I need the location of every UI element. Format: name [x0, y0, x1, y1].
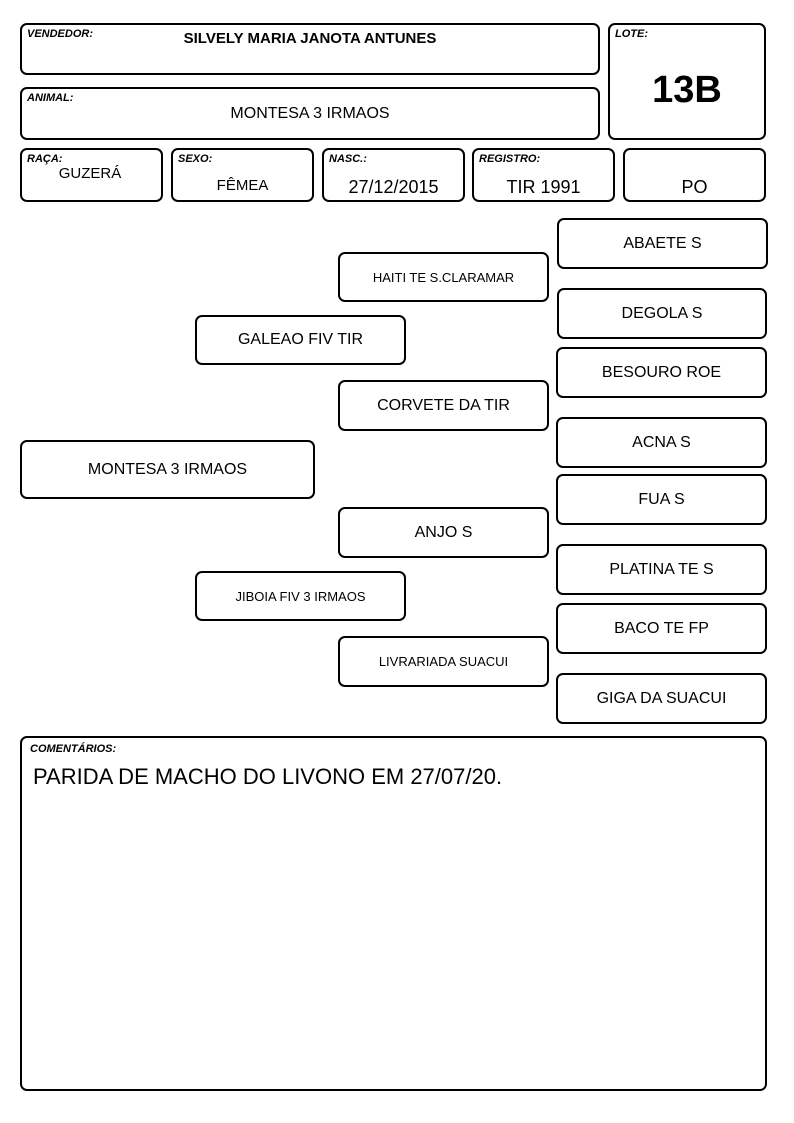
pedigree-ggp-7: BACO TE FP — [556, 603, 767, 654]
lote-value: 13B — [652, 69, 722, 111]
raca-label: RAÇA: — [27, 153, 63, 165]
vendedor-label: VENDEDOR: — [27, 28, 94, 40]
pedigree-ggp-4: ACNA S — [556, 417, 767, 468]
comments-text: PARIDA DE MACHO DO LIVONO EM 27/07/20. — [33, 764, 503, 789]
sexo-value: FÊMEA — [216, 177, 269, 194]
pedigree-dam: JIBOIA FIV 3 IRMAOS — [195, 571, 406, 621]
pedigree-ggp-6: PLATINA TE S — [556, 544, 767, 595]
sexo-label: SEXO: — [178, 153, 213, 165]
nasc-box: NASC.: 27/12/2015 — [322, 148, 465, 202]
vendedor-box: VENDEDOR: SILVELY MARIA JANOTA ANTUNES — [20, 23, 600, 75]
pedigree-dam-dam: LIVRARIADA SUACUI — [338, 636, 549, 687]
registro-box: REGISTRO: TIR 1991 — [472, 148, 615, 202]
raca-box: RAÇA: GUZERÁ — [20, 148, 163, 202]
pedigree-dam-sire: ANJO S — [338, 507, 549, 558]
pedigree-ggp-8: GIGA DA SUACUI — [556, 673, 767, 724]
animal-label: ANIMAL: — [27, 92, 74, 104]
pedigree-animal: MONTESA 3 IRMAOS — [20, 440, 315, 499]
animal-value: MONTESA 3 IRMAOS — [230, 105, 390, 122]
sexo-box: SEXO: FÊMEA — [171, 148, 314, 202]
categoria-box: PO — [623, 148, 766, 202]
pedigree-sire-dam: CORVETE DA TIR — [338, 380, 549, 431]
pedigree-ggp-5: FUA S — [556, 474, 767, 525]
nasc-label: NASC.: — [329, 153, 367, 165]
registro-value: TIR 1991 — [506, 177, 581, 197]
lote-label: LOTE: — [615, 28, 648, 40]
comments-box: COMENTÁRIOS: PARIDA DE MACHO DO LIVONO E… — [20, 736, 767, 1091]
pedigree-ggp-2: DEGOLA S — [557, 288, 767, 339]
categoria-value: PO — [681, 177, 708, 197]
raca-value: GUZERÁ — [58, 165, 122, 182]
registro-label: REGISTRO: — [479, 153, 541, 165]
lote-box: LOTE: 13B — [608, 23, 766, 140]
nasc-value: 27/12/2015 — [348, 177, 439, 197]
pedigree-sire: GALEAO FIV TIR — [195, 315, 406, 365]
vendedor-value: SILVELY MARIA JANOTA ANTUNES — [183, 30, 437, 47]
pedigree-sire-sire: HAITI TE S.CLARAMAR — [338, 252, 549, 302]
comments-label: COMENTÁRIOS: — [30, 743, 117, 755]
pedigree-ggp-3: BESOURO ROE — [556, 347, 767, 398]
pedigree-ggp-1: ABAETE S — [557, 218, 768, 269]
animal-box: ANIMAL: MONTESA 3 IRMAOS — [20, 87, 600, 140]
